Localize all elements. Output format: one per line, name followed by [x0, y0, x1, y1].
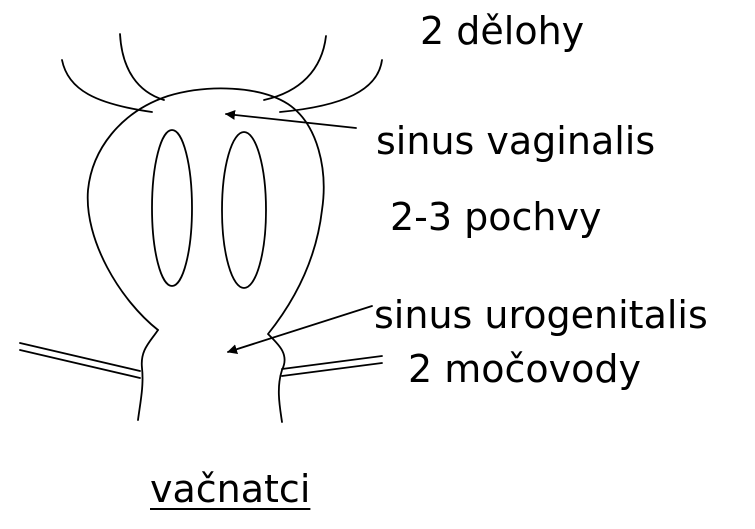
left-outer-uterine-horn: [62, 60, 152, 112]
uteri-label: 2 dělohy: [420, 12, 584, 50]
sinus-vaginalis-label: sinus vaginalis: [376, 122, 655, 160]
sinus-urogenitalis-arrow: [228, 306, 372, 352]
left-ureter: [20, 343, 140, 378]
sinus-urogenitalis-label: sinus urogenitalis: [374, 296, 708, 334]
sinus-vaginalis-arrow: [226, 114, 356, 128]
right-inner-uterine-horn: [264, 36, 326, 100]
left-vagina: [152, 130, 192, 286]
right-outer-uterine-horn: [280, 60, 382, 112]
left-inner-uterine-horn: [120, 34, 164, 100]
sinus-urogenitalis-left-wall: [138, 330, 158, 420]
right-vagina: [222, 132, 266, 288]
diagram-caption: vačnatci: [150, 470, 310, 508]
right-ureter: [282, 356, 382, 376]
sinus-vaginalis-outline: [88, 88, 324, 422]
vaginae-label: 2-3 pochvy: [390, 198, 601, 236]
ureters-label: 2 močovody: [408, 350, 641, 388]
